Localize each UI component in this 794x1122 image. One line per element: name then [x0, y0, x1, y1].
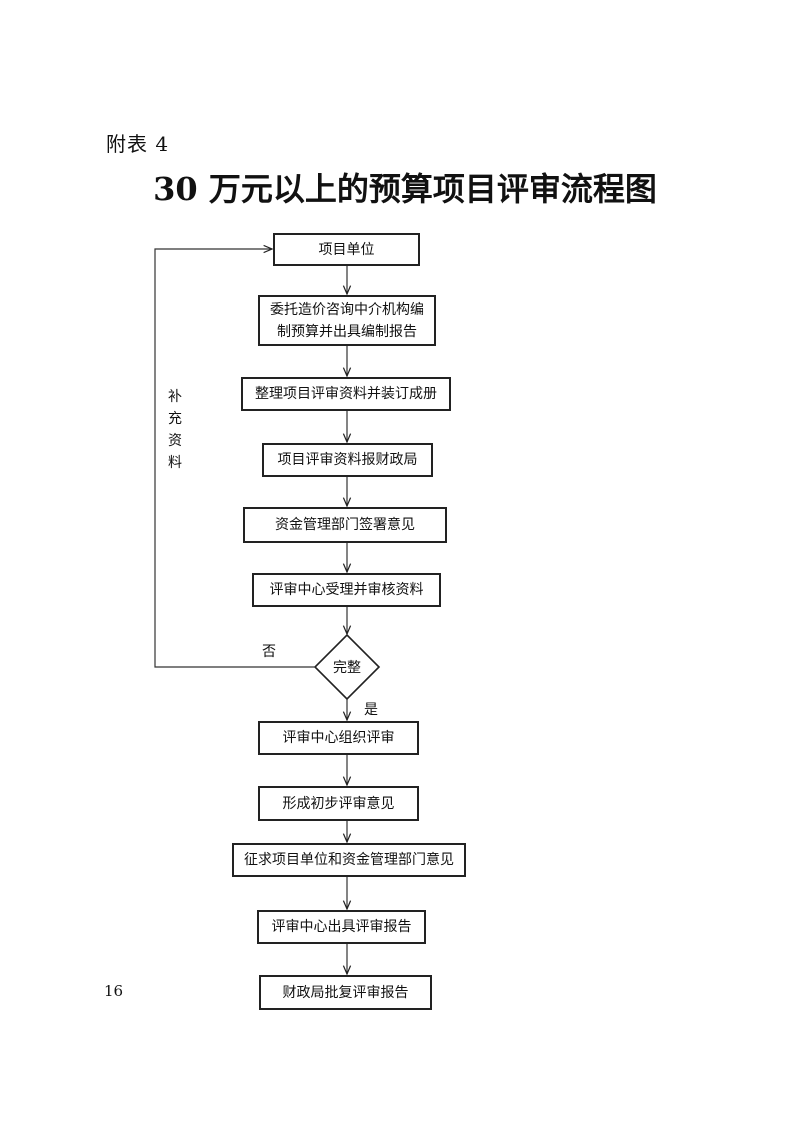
flow-step-box: 评审中心组织评审	[258, 721, 419, 755]
no-label: 否	[262, 644, 276, 660]
flow-step-box: 资金管理部门签署意见	[243, 507, 447, 543]
flow-step-box: 形成初步评审意见	[258, 786, 419, 821]
page-title: 30 万元以上的预算项目评审流程图	[153, 170, 657, 208]
yes-label: 是	[364, 702, 378, 718]
flow-step-box: 整理项目评审资料并装订成册	[241, 377, 451, 411]
flow-step-box: 委托造价咨询中介机构编 制预算并出具编制报告	[258, 295, 436, 346]
decision-label: 完整	[333, 660, 361, 676]
loop-back-connector	[154, 249, 315, 668]
decision-diamond	[313, 633, 381, 701]
flow-step-box: 评审中心出具评审报告	[257, 910, 426, 944]
flow-step-box: 财政局批复评审报告	[259, 975, 432, 1010]
loop-label: 补充资料	[168, 389, 182, 471]
page-number: 16	[104, 982, 124, 1000]
flow-step-box: 评审中心受理并审核资料	[252, 573, 441, 607]
flow-step-box: 项目单位	[273, 233, 420, 266]
flow-step-box: 征求项目单位和资金管理部门意见	[232, 843, 466, 877]
appendix-label: 附表 4	[106, 132, 170, 156]
flow-step-box: 项目评审资料报财政局	[262, 443, 433, 477]
